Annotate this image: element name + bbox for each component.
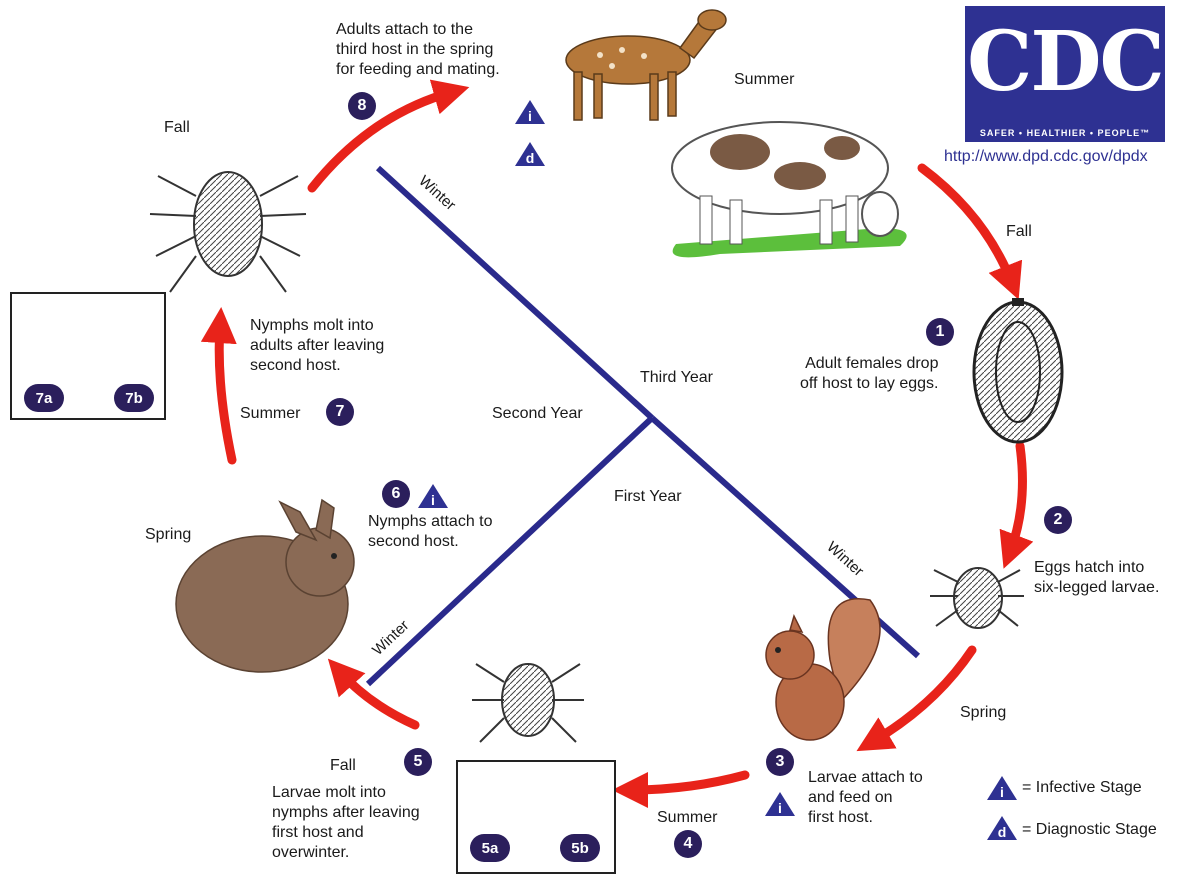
season-spring-right: Spring <box>960 703 1006 723</box>
cdc-logo-tagline: SAFER • HEALTHIER • PEOPLE™ <box>965 128 1165 138</box>
step-3-badge: 3 <box>766 748 794 776</box>
step-7-badge: 7 <box>326 398 354 426</box>
step-7a-badge: 7a <box>24 384 64 412</box>
season-fall-right: Fall <box>1006 222 1032 242</box>
season-summer-top: Summer <box>734 70 794 90</box>
infective-triangle-squirrel-letter: i <box>778 800 782 816</box>
arrow-squirrel-to-nymph <box>630 775 745 790</box>
diagnostic-triangle-deer-letter: d <box>526 150 535 166</box>
step-5b-badge: 5b <box>560 834 600 862</box>
step-5a-badge: 5a <box>470 834 510 862</box>
squirrel-illustration <box>766 599 880 740</box>
step-7-text: Nymphs molt into adults after leaving se… <box>250 316 384 376</box>
season-fall-top: Fall <box>164 118 190 138</box>
cdc-logo-letters: CDC <box>965 12 1165 112</box>
season-fall-bottom: Fall <box>330 756 356 776</box>
infective-triangle-rabbit-letter: i <box>431 492 435 508</box>
step-8-text: Adults attach to the third host in the s… <box>336 20 500 80</box>
step-6-text: Nymphs attach to second host. <box>368 512 493 552</box>
rabbit-illustration <box>176 500 354 672</box>
stage-triangles: i d i i i d <box>418 100 1017 840</box>
step-1-badge: 1 <box>926 318 954 346</box>
arrow-female-to-eggs <box>1010 446 1022 552</box>
step-2-badge: 2 <box>1044 506 1072 534</box>
engorged-female-tick-illustration <box>974 298 1062 442</box>
step-8-badge: 8 <box>348 92 376 120</box>
arrow-cow-to-female <box>922 168 1012 283</box>
step-7b-badge: 7b <box>114 384 154 412</box>
deer-illustration <box>566 10 726 120</box>
legend-diagnostic-letter: d <box>998 824 1007 840</box>
year-label-first: First Year <box>614 487 682 507</box>
step-1-text: Adult females drop off host to lay eggs. <box>800 354 938 394</box>
cdc-url-link[interactable]: http://www.dpd.cdc.gov/dpdx <box>944 148 1148 166</box>
step-5-text: Larvae molt into nymphs after leaving fi… <box>272 783 420 863</box>
season-summer-left: Summer <box>240 404 300 424</box>
year-label-third: Third Year <box>640 368 713 388</box>
season-spring-left: Spring <box>145 525 191 545</box>
cow-illustration <box>672 122 907 257</box>
legend-diagnostic-label: = Diagnostic Stage <box>1022 820 1157 840</box>
adult-tick-illustration <box>150 172 306 292</box>
winter-label-left: Winter <box>369 617 412 659</box>
larva-tick-illustration <box>930 568 1024 628</box>
step-5-badge: 5 <box>404 748 432 776</box>
step-4-badge: 4 <box>674 830 702 858</box>
axis-line-top-left <box>378 168 652 418</box>
legend-infective-label: = Infective Stage <box>1022 778 1142 798</box>
legend-infective-letter: i <box>1000 784 1004 800</box>
arrow-larva-to-squirrel <box>872 650 972 742</box>
step-6-badge: 6 <box>382 480 410 508</box>
cycle-arrows <box>219 92 1022 790</box>
year-label-second: Second Year <box>492 404 583 424</box>
arrow-rabbit-to-adult <box>219 325 232 460</box>
nymph-tick-illustration <box>472 664 584 742</box>
cdc-logo: CDC SAFER • HEALTHIER • PEOPLE™ <box>965 6 1165 142</box>
season-summer-bottom: Summer <box>657 808 717 828</box>
arrow-nymph-to-rabbit <box>340 672 415 725</box>
step-2-text: Eggs hatch into six-legged larvae. <box>1034 558 1159 598</box>
step-3-text: Larvae attach to and feed on first host. <box>808 768 923 828</box>
infective-triangle-deer-letter: i <box>528 108 532 124</box>
